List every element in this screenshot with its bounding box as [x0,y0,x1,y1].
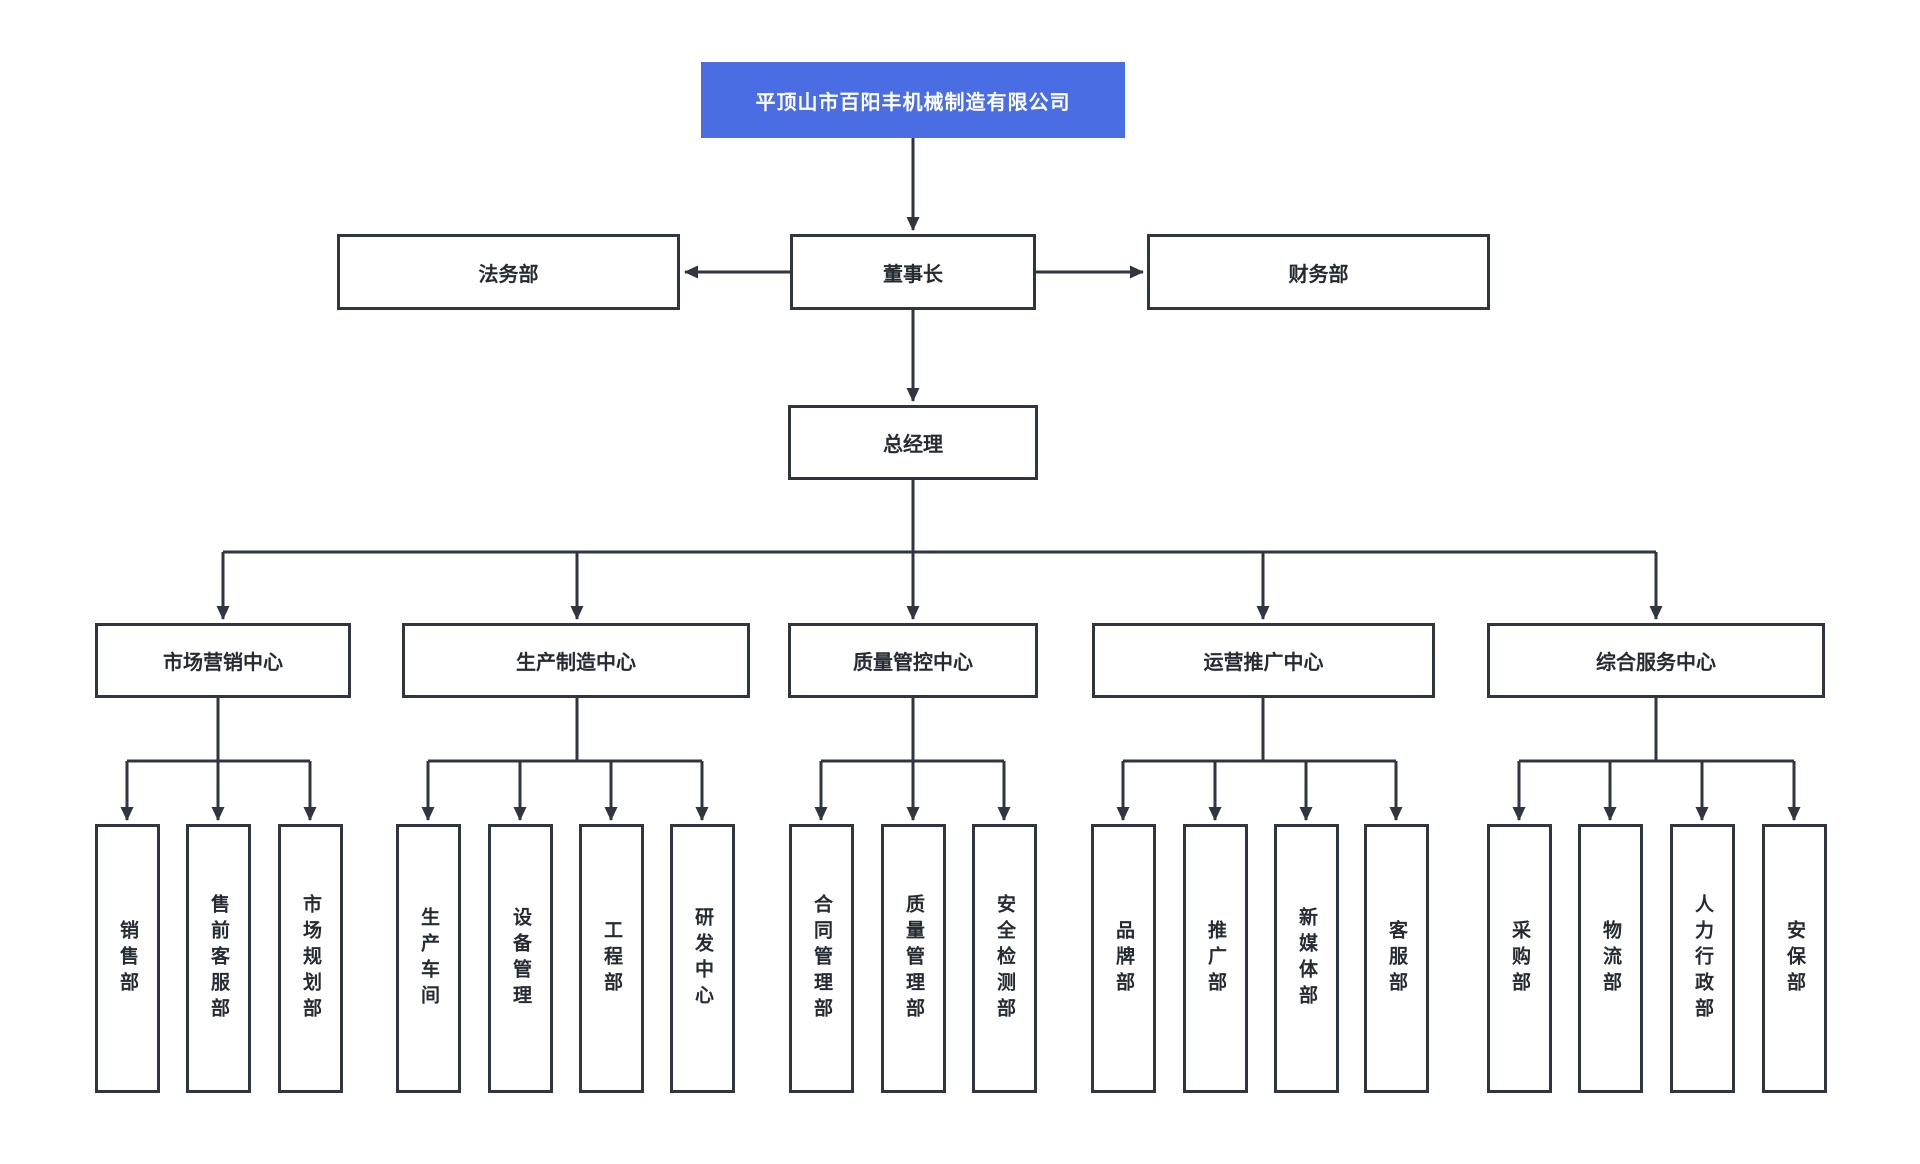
node-quality-management-dept: 质量管理部 [881,824,946,1093]
legal-dept-label: 法务部 [478,263,539,286]
quality-center-label: 质量管控中心 [853,652,973,674]
node-marketing-center: 市场营销中心 [95,623,351,698]
new-media-dept-label: 新媒体部 [1296,906,1317,1011]
node-production-center: 生产制造中心 [402,623,750,698]
node-engineering-dept: 工程部 [579,824,644,1093]
general-manager-label: 总经理 [883,434,943,456]
node-legal-dept: 法务部 [337,234,680,310]
promotion-dept-label: 推广部 [1205,919,1226,998]
node-rd-center: 研发中心 [670,824,735,1093]
node-brand-dept: 品牌部 [1091,824,1156,1093]
node-services-center: 综合服务中心 [1487,623,1825,698]
node-presales-service-dept: 售前客服部 [186,824,251,1093]
quality-management-dept-label: 质量管理部 [903,893,924,1024]
node-contract-management-dept: 合同管理部 [789,824,854,1093]
node-market-planning-dept: 市场规划部 [278,824,343,1093]
security-dept-label: 安保部 [1784,919,1805,998]
node-hr-admin-dept: 人力行政部 [1670,824,1735,1093]
contract-management-dept-label: 合同管理部 [811,893,832,1024]
operations-center-label: 运营推广中心 [1203,652,1324,674]
safety-inspection-dept-label: 安全检测部 [994,893,1015,1024]
logistics-dept-label: 物流部 [1600,919,1621,998]
node-finance-dept: 财务部 [1147,234,1490,310]
node-logistics-dept: 物流部 [1578,824,1643,1093]
node-company-root: 平顶山市百阳丰机械制造有限公司 [701,62,1125,138]
market-planning-dept-label: 市场规划部 [300,893,321,1024]
customer-service-dept-label: 客服部 [1386,919,1407,998]
production-center-label: 生产制造中心 [516,652,636,674]
equipment-management-label: 设备管理 [510,906,531,1011]
node-chairman: 董事长 [790,234,1036,310]
node-sales-dept: 销售部 [95,824,160,1093]
node-safety-inspection-dept: 安全检测部 [972,824,1037,1093]
procurement-dept-label: 采购部 [1509,919,1530,998]
node-customer-service-dept: 客服部 [1364,824,1429,1093]
production-workshop-label: 生产车间 [418,906,439,1011]
node-security-dept: 安保部 [1762,824,1827,1093]
sales-dept-label: 销售部 [117,919,138,998]
rd-center-label: 研发中心 [692,906,713,1011]
presales-service-dept-label: 售前客服部 [208,893,229,1024]
node-general-manager: 总经理 [788,405,1038,480]
node-promotion-dept: 推广部 [1183,824,1248,1093]
company-name-label: 平顶山市百阳丰机械制造有限公司 [755,91,1071,114]
marketing-center-label: 市场营销中心 [163,652,283,674]
node-quality-center: 质量管控中心 [788,623,1038,698]
node-procurement-dept: 采购部 [1487,824,1552,1093]
brand-dept-label: 品牌部 [1113,919,1134,998]
chairman-label: 董事长 [883,263,943,286]
services-center-label: 综合服务中心 [1596,652,1716,674]
hr-admin-dept-label: 人力行政部 [1692,893,1713,1024]
engineering-dept-label: 工程部 [601,919,622,998]
node-equipment-management: 设备管理 [488,824,553,1093]
node-operations-center: 运营推广中心 [1092,623,1435,698]
node-new-media-dept: 新媒体部 [1274,824,1339,1093]
node-production-workshop: 生产车间 [396,824,461,1093]
finance-dept-label: 财务部 [1288,263,1349,286]
